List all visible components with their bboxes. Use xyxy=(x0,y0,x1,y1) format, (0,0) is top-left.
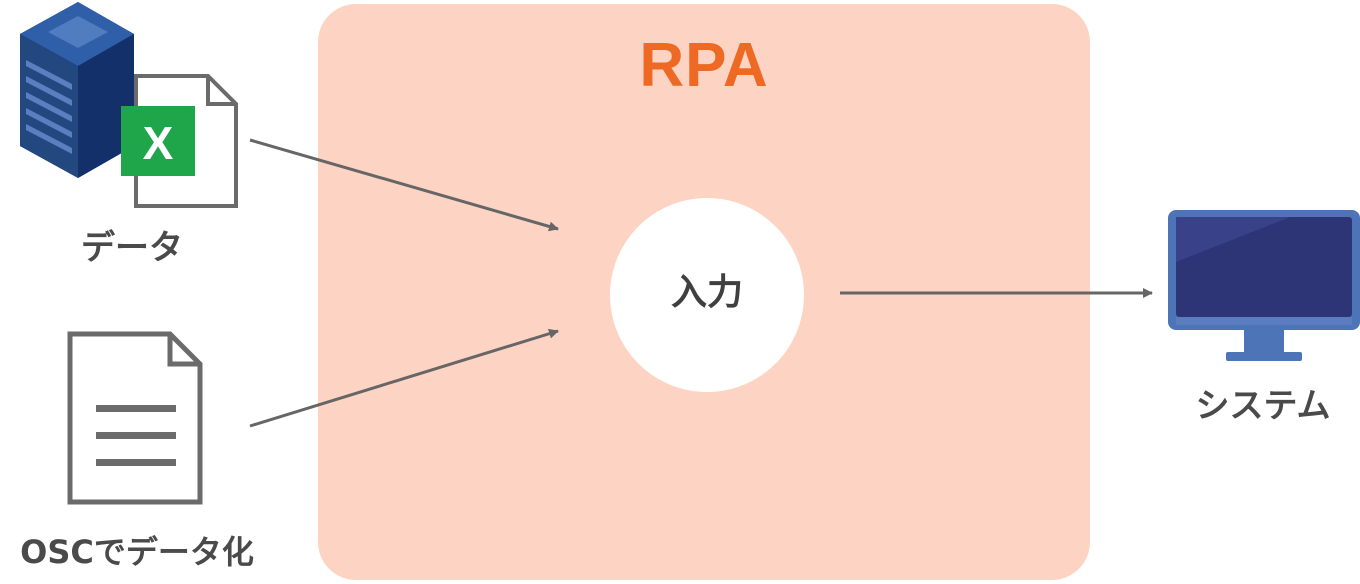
excel-letter: X xyxy=(143,117,174,169)
system-label: システム xyxy=(1195,386,1331,426)
osc-data-label: OSCでデータ化 xyxy=(20,533,254,571)
arrow-osc-to-input xyxy=(249,328,559,428)
document-icon xyxy=(67,331,203,505)
arrow-data-to-input xyxy=(249,138,559,232)
input-process-circle xyxy=(610,198,804,392)
data-label: データ xyxy=(81,228,183,268)
server-icon xyxy=(20,2,134,178)
excel-file-icon: X xyxy=(121,74,238,208)
input-process-label: 入力 xyxy=(670,272,743,313)
monitor-icon xyxy=(1168,210,1360,361)
rpa-title: RPA xyxy=(639,31,769,100)
